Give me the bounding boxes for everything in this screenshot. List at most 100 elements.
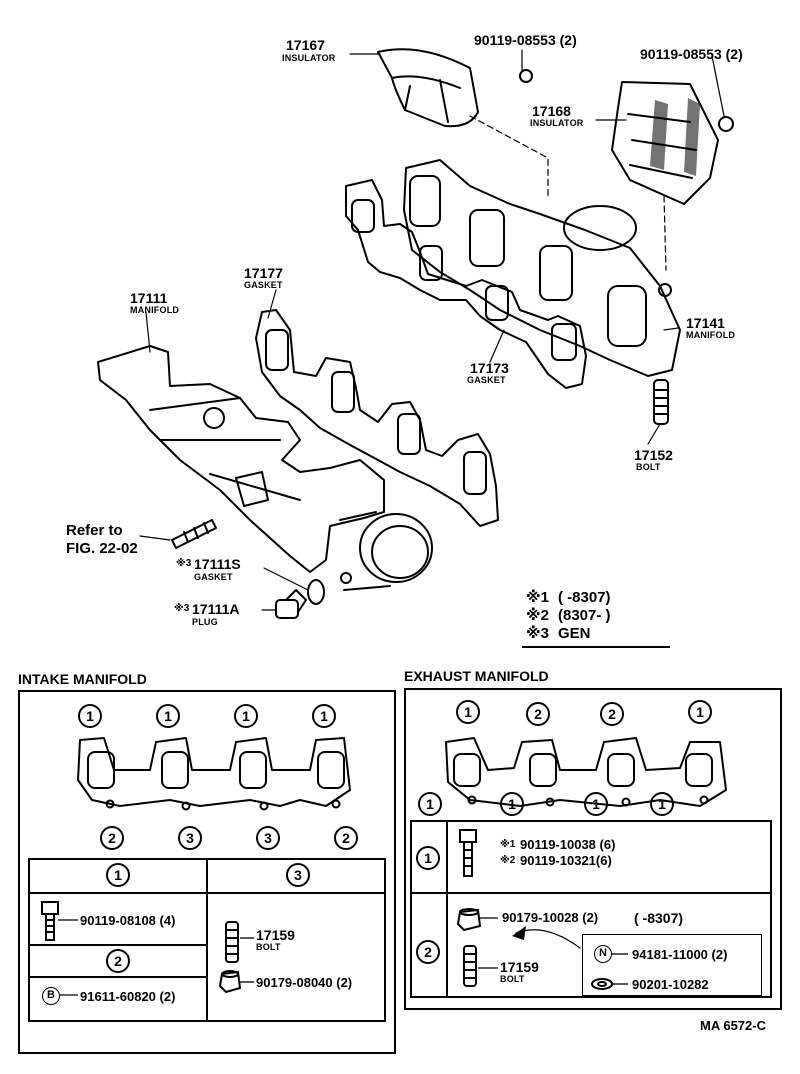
- intake-top-mark-3: 1: [234, 704, 258, 728]
- intake-item-bolt: 90119-08108 (4): [80, 913, 176, 928]
- part-name-insulator: INSULATOR: [282, 53, 336, 63]
- exhaust-alt-parts-box: [582, 934, 762, 996]
- exhaust-table-vdivider: [446, 820, 448, 998]
- exhaust-table-head-1: 1: [416, 846, 440, 870]
- exhaust-table-head-2: 2: [416, 940, 440, 964]
- exhaust-table-hrule: [410, 892, 772, 894]
- legend-text-2: (8307- ): [558, 607, 611, 624]
- intake-gasket-small-drawing: [77, 737, 351, 811]
- part-number-17111s: 17111S: [194, 556, 241, 572]
- intake-table-hrule-3: [28, 976, 208, 978]
- exhaust-panel: [404, 688, 782, 1010]
- exhaust-top-mark-1: 1: [456, 700, 480, 724]
- hex-bolt-icon: [41, 901, 59, 941]
- legend-text-3: GEN: [558, 625, 591, 642]
- intake-table-head-2: 2: [106, 949, 130, 973]
- exhaust-gasket-small-drawing: [445, 737, 727, 807]
- exhaust-bottom-mark-3: 1: [584, 792, 608, 816]
- insulator-17167-drawing: [377, 48, 479, 128]
- stud-icon-intake: [225, 921, 239, 963]
- exhaust-bottom-mark-2: 1: [500, 792, 524, 816]
- nut-icon-intake: [218, 970, 242, 994]
- hex-bolt-icon-exhaust: [459, 829, 477, 877]
- intake-table-hrule-1: [28, 892, 386, 894]
- exhaust-parts-table: [410, 820, 772, 998]
- part-name-plug: PLUG: [192, 617, 218, 627]
- part-name-gasket-c: GASKET: [194, 572, 233, 582]
- part-number-17141: 17141: [686, 315, 725, 331]
- exhaust-nut-range: ( -8307): [634, 910, 684, 926]
- part-name-manifold: MANIFOLD: [130, 305, 180, 315]
- intake-top-mark-1: 1: [78, 704, 102, 728]
- exhaust-bottom-mark-1: 1: [418, 792, 442, 816]
- figure-code: MA 6572-C: [700, 1018, 766, 1033]
- intake-table-head-3: 3: [286, 863, 310, 887]
- mark-3-plug: ※3: [174, 603, 190, 614]
- plug-17111a-drawing: [275, 589, 307, 619]
- exhaust-badge-n: N: [594, 945, 612, 963]
- part-number-90119-08553-b: 90119-08553 (2): [640, 46, 743, 62]
- exhaust-top-mark-3: 2: [600, 702, 624, 726]
- insulator-17168-drawing: [611, 81, 719, 205]
- exhaust-bolt-a-mark: ※1: [500, 839, 516, 850]
- intake-item-badge-b: B: [42, 987, 60, 1005]
- bolt-90119-08553-drawing: [519, 69, 734, 132]
- nut-icon-exhaust: [456, 908, 482, 932]
- intake-bottom-mark-3: 3: [256, 826, 280, 850]
- intake-top-mark-2: 1: [156, 704, 180, 728]
- exhaust-n-part: 94181-11000 (2): [632, 947, 728, 962]
- exhaust-stud-name: BOLT: [500, 974, 525, 984]
- intake-item-stud-name: BOLT: [256, 942, 281, 952]
- stud-17152-drawing: [653, 379, 669, 425]
- refer-to-label: Refer to: [66, 522, 123, 539]
- intake-table-head-1: 1: [106, 863, 130, 887]
- part-number-90119-08553-a: 90119-08553 (2): [474, 32, 577, 48]
- gasket-17111s-drawing: [307, 579, 325, 605]
- intake-manifold-17111-drawing: [97, 345, 433, 591]
- legend-text-1: ( -8307): [558, 589, 611, 606]
- exhaust-manifold-17141-drawing: [403, 159, 681, 377]
- refer-stud-drawing: [171, 519, 217, 549]
- intake-item-stud-number: 17159: [256, 927, 295, 943]
- intake-item-nut: 90179-08040 (2): [256, 975, 353, 990]
- part-number-17177: 17177: [244, 265, 283, 281]
- mark-3-gasket: ※3: [176, 558, 192, 569]
- intake-bottom-mark-4: 2: [334, 826, 358, 850]
- intake-section-title: INTAKE MANIFOLD: [18, 671, 147, 687]
- exhaust-gasket-17173-drawing: [345, 179, 587, 389]
- part-number-17152: 17152: [634, 447, 673, 463]
- part-name-gasket-b: GASKET: [467, 375, 506, 385]
- exhaust-stud-number: 17159: [500, 959, 539, 975]
- exhaust-nut: 90179-10028 (2): [502, 910, 599, 925]
- intake-top-mark-4: 1: [312, 704, 336, 728]
- exhaust-top-mark-4: 1: [688, 700, 712, 724]
- part-name-bolt: BOLT: [636, 462, 661, 472]
- part-number-17168: 17168: [532, 103, 571, 119]
- intake-bottom-mark-2: 3: [178, 826, 202, 850]
- part-name-gasket: GASKET: [244, 280, 283, 290]
- legend-mark-3: ※3: [526, 625, 549, 642]
- intake-table-vdivider: [206, 858, 208, 1022]
- exhaust-bolt-b: 90119-10321(6): [520, 853, 612, 868]
- part-number-17111: 17111: [130, 290, 168, 306]
- legend-mark-2: ※2: [526, 607, 549, 624]
- part-name-manifold-b: MANIFOLD: [686, 330, 736, 340]
- intake-gasket-17177-drawing: [255, 309, 499, 527]
- refer-figure-label: FIG. 22-02: [66, 540, 138, 557]
- exhaust-bolt-a: 90119-10038 (6): [520, 837, 616, 852]
- exhaust-bottom-mark-4: 1: [650, 792, 674, 816]
- part-name-insulator-b: INSULATOR: [530, 118, 584, 128]
- intake-bottom-mark-1: 2: [100, 826, 124, 850]
- exhaust-top-mark-2: 2: [526, 702, 550, 726]
- intake-table-hrule-2: [28, 944, 208, 946]
- legend-mark-1: ※1: [526, 589, 549, 606]
- exhaust-bolt-b-mark: ※2: [500, 855, 516, 866]
- part-number-17111a: 17111A: [192, 601, 240, 617]
- intake-item-bolt-b: 91611-60820 (2): [80, 989, 176, 1004]
- intake-panel: [18, 690, 396, 1054]
- exhaust-section-title: EXHAUST MANIFOLD: [404, 668, 549, 684]
- part-number-17167: 17167: [286, 37, 325, 53]
- exhaust-washer: 90201-10282: [632, 977, 709, 992]
- part-number-17173: 17173: [470, 360, 509, 376]
